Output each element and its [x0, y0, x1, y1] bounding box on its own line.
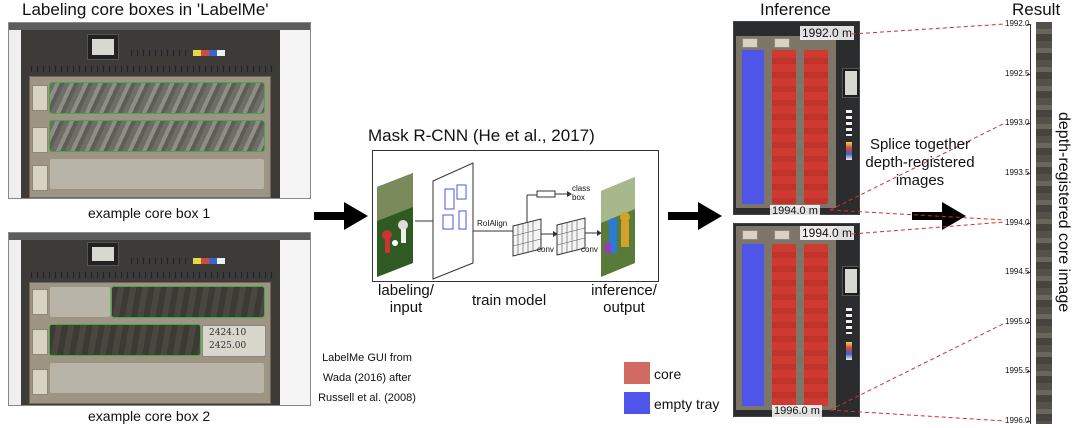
conv-label-2: conv	[581, 245, 598, 254]
depth-tick-mark	[1027, 172, 1031, 174]
depth-tick-mark	[1027, 123, 1031, 125]
credit-line-1: LabelMe GUI from	[322, 352, 412, 364]
depth-tick-label: 1992.0	[1005, 19, 1030, 28]
depth-tick-label: 1993.0	[1005, 118, 1030, 128]
core-box-2-caption: example core box 2	[88, 408, 211, 424]
splice-line-2: depth-registered	[865, 154, 975, 171]
labeling-line-2: input	[389, 299, 423, 316]
result-title: Result	[1012, 0, 1061, 19]
depth-tick-mark	[1027, 222, 1031, 224]
box-2-note-2: 2425.00	[209, 341, 247, 351]
core-box-1	[29, 76, 271, 198]
core-mask-top-1	[772, 50, 796, 204]
labelme-screenshot-1	[8, 22, 311, 199]
inference-title: Inference	[760, 0, 831, 19]
splice-text: Splice together depth-registered images	[864, 136, 976, 190]
inference-panel-top	[733, 21, 860, 215]
core-box-2: 2424.10 2425.00	[29, 282, 271, 404]
conv-label-1: conv	[537, 245, 554, 254]
depth-label-1994-a: 1994.0 m	[770, 205, 820, 217]
inference-line-1: inference/	[591, 282, 657, 299]
labelme-screenshot-2: 2424.10 2425.00	[8, 232, 311, 406]
legend-empty-swatch	[624, 392, 650, 414]
result-core-strip	[1036, 22, 1052, 424]
credit-line-2: Wada (2016) after	[322, 372, 412, 384]
depth-tick-label: 1994.0	[1005, 217, 1030, 227]
core-mask-bottom-1	[772, 244, 796, 406]
input-image	[377, 173, 413, 277]
maskrcnn-diagram: RoIAlign conv conv class box	[372, 150, 659, 282]
empty-tray-mask-bottom	[742, 244, 764, 406]
inference-output-label: inference/ output	[576, 282, 672, 316]
empty-tray-mask-top	[742, 50, 764, 204]
legend-core-swatch	[624, 362, 650, 384]
depth-label-1994-b: 1994.0 m	[800, 226, 855, 240]
splice-line-3: images	[895, 172, 945, 189]
inference-panel-bottom	[733, 223, 860, 417]
arrow-1-icon	[314, 202, 368, 230]
legend-empty-label: empty tray	[654, 396, 720, 412]
inference-line-2: output	[603, 299, 645, 316]
output-image	[601, 177, 635, 277]
depth-label-1996: 1996.0 m	[772, 405, 822, 417]
depth-tick-mark	[1027, 24, 1031, 25]
labeling-input-label: labeling/ input	[366, 282, 446, 316]
result-axis-line	[1030, 24, 1031, 424]
labeling-line-1: labeling/	[378, 282, 434, 299]
box-label: box	[572, 193, 585, 202]
labelme-credit: LabelMe GUI from Wada (2016) after Russe…	[312, 348, 422, 408]
result-vertical-label: depth-registered core image	[1055, 112, 1072, 313]
core-mask-top-2	[804, 50, 828, 204]
depth-tick-mark	[1027, 321, 1031, 323]
depth-tick-label: 1996.0	[1005, 416, 1030, 425]
depth-tick-label: 1995.5	[1005, 366, 1030, 376]
maskrcnn-architecture	[377, 162, 635, 280]
box-2-note-1: 2424.10	[209, 328, 247, 338]
credit-line-3: Russell et al. (2008)	[318, 392, 416, 404]
depth-tick-mark	[1027, 371, 1031, 373]
depth-label-1992: 1992.0 m	[800, 26, 855, 40]
depth-tick-label: 1992.5	[1005, 68, 1030, 78]
depth-tick-label: 1994.5	[1005, 267, 1030, 277]
train-model-label: train model	[472, 292, 547, 309]
class-label: class	[572, 184, 591, 193]
core-box-1-caption: example core box 1	[88, 205, 211, 221]
depth-tick-mark	[1027, 272, 1031, 274]
legend-core-label: core	[654, 366, 682, 382]
core-mask-bottom-2	[804, 244, 828, 406]
splice-line-1: Splice together	[869, 136, 971, 153]
roialign-label: RoIAlign	[477, 219, 508, 228]
depth-tick-label: 1993.5	[1005, 167, 1030, 177]
depth-tick-mark	[1027, 73, 1031, 75]
maskrcnn-title: Mask R-CNN (He et al., 2017)	[368, 126, 595, 145]
depth-tick-mark	[1027, 421, 1031, 422]
labelme-title: Labeling core boxes in 'LabelMe'	[22, 0, 269, 19]
depth-tick-label: 1995.0	[1005, 316, 1030, 326]
arrow-2-icon	[668, 202, 722, 230]
